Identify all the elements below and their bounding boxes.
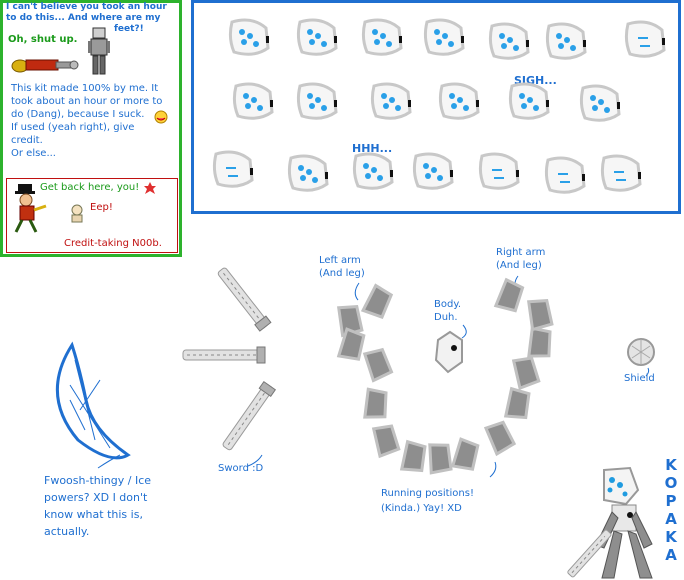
desc-line: took about an hour or more to <box>11 96 163 107</box>
mask-face-icon <box>600 154 642 192</box>
limb-part-icon <box>336 327 366 361</box>
label-line: powers? XD I don't <box>44 491 148 504</box>
label-line: Running positions! <box>381 488 474 499</box>
mask-face-icon <box>296 82 338 120</box>
description-text: This kit made 100% by me. It took about … <box>11 82 162 160</box>
limb-part-icon <box>362 347 394 383</box>
limb-part-icon <box>511 356 541 391</box>
mask-face-icon <box>228 18 270 56</box>
mask-face-icon <box>212 150 254 188</box>
limb-part-icon <box>503 386 531 420</box>
label-line: Left arm <box>319 255 361 266</box>
lying-figure-icon <box>11 59 79 73</box>
comic-line: feet?! <box>114 24 144 34</box>
mask-face-icon <box>545 22 587 60</box>
sword-horizontal-icon <box>182 346 266 364</box>
chasing-figure-icon <box>14 184 47 233</box>
running-arrow <box>489 461 497 478</box>
body-label: Body. Duh. <box>434 298 461 324</box>
mask-face-icon <box>508 82 550 120</box>
fwoosh-arrow <box>97 454 121 469</box>
mask-face-icon <box>287 154 329 192</box>
mask-face-icon <box>488 22 530 60</box>
limb-part-icon <box>450 437 480 471</box>
mask-face-icon <box>438 82 480 120</box>
mask-face-icon <box>478 152 520 190</box>
limb-part-icon <box>428 443 453 475</box>
desc-line: This kit made 100% by me. It <box>11 83 159 94</box>
mask-face-icon <box>370 82 412 120</box>
desc-line: If used (yeah right), give <box>11 122 135 133</box>
desc-line: Or else... <box>11 148 56 159</box>
fleeing-figure-icon <box>71 204 83 223</box>
label-line: Fwoosh-thingy / Ice <box>44 474 152 487</box>
limb-part-icon <box>360 283 394 319</box>
speech-box <box>6 178 178 253</box>
ice-power-icon <box>55 341 131 460</box>
left-arm-label: Left arm (And leg) <box>319 254 365 280</box>
mask-face-icon <box>624 20 666 58</box>
shield-label: Shield <box>624 373 655 384</box>
label-line: (And leg) <box>496 260 542 271</box>
noob-text: Credit-taking N00b. <box>64 238 162 249</box>
smiley-icon <box>154 110 168 124</box>
eep-text: Eep! <box>90 202 113 213</box>
label-line: (Kinda.) Yay! XD <box>381 503 462 514</box>
faces-panel <box>191 0 681 214</box>
label-line: Body. <box>434 299 461 310</box>
limb-part-icon <box>493 277 525 313</box>
mask-face-icon <box>361 18 403 56</box>
mask-face-icon <box>423 18 465 56</box>
limb-part-icon <box>527 326 552 358</box>
mask-face-icon <box>412 152 454 190</box>
get-back-text: Get back here, you! <box>40 182 140 193</box>
robot-figure-icon <box>88 27 110 75</box>
body-part-icon <box>434 330 463 374</box>
desc-line: credit. <box>11 135 43 146</box>
signature-text: KOPAKA <box>664 456 678 564</box>
comic-caption: I can't believe you took an hour to do t… <box>6 2 167 35</box>
sword-down-icon <box>222 381 277 451</box>
comic-line: to do this... And where are my <box>6 13 161 23</box>
right-arm-label: Right arm (And leg) <box>496 246 545 272</box>
left-arm-arrow <box>354 282 360 301</box>
fwoosh-label: Fwoosh-thingy / Ice powers? XD I don't k… <box>44 472 151 540</box>
mask-face-icon <box>352 152 394 190</box>
body-arrow <box>461 324 467 339</box>
running-label: Running positions! (Kinda.) Yay! XD <box>381 486 474 516</box>
shut-up-text: Oh, shut up. <box>8 34 78 45</box>
hhh-text: HHH... <box>352 142 393 155</box>
kopaka-figure-icon <box>567 466 653 579</box>
mask-face-icon <box>579 84 621 122</box>
label-line: (And leg) <box>319 268 365 279</box>
mask-face-icon <box>296 18 338 56</box>
label-line: actually. <box>44 525 90 538</box>
limb-part-icon <box>363 387 388 419</box>
desc-line: do (Dang), because I suck. <box>11 109 145 120</box>
anger-icon <box>144 182 156 194</box>
limb-part-icon <box>336 305 364 338</box>
limb-part-icon <box>399 439 427 473</box>
limb-part-icon <box>483 420 517 457</box>
sword-label: Sword :D <box>218 463 264 474</box>
info-panel <box>0 0 182 257</box>
label-line: Right arm <box>496 247 546 258</box>
mask-face-icon <box>232 82 274 120</box>
sword-up-icon <box>217 267 272 332</box>
label-line: Duh. <box>434 312 458 323</box>
comic-line: I can't believe you took an hour <box>6 2 167 12</box>
shield-part-icon <box>627 338 655 366</box>
limb-part-icon <box>371 424 401 459</box>
label-line: know what this is, <box>44 508 143 521</box>
mask-face-icon <box>544 156 586 194</box>
sword-arrow <box>247 454 263 467</box>
limb-part-icon <box>526 299 554 332</box>
shield-arrow <box>645 367 650 377</box>
